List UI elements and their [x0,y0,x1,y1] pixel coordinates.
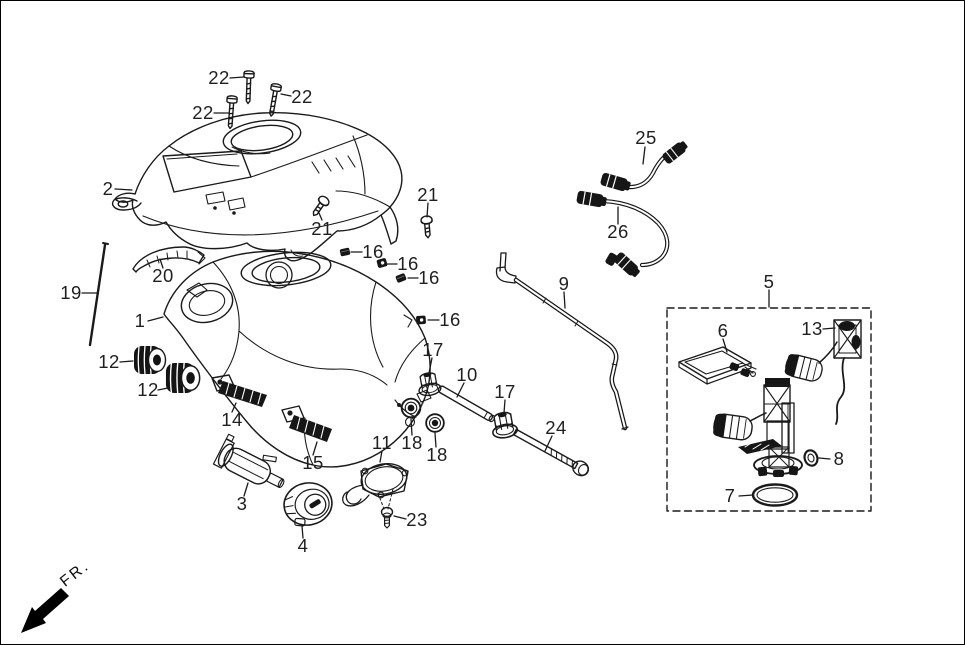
leader-line-part-15 [312,441,318,456]
callout-part-10: 10 [456,363,478,385]
leader-line-part-11 [379,450,383,463]
callout-part-16: 16 [397,252,419,274]
leader-line-part-8 [818,457,831,460]
leader-line-part-18 [410,418,413,436]
part-13-sender-bracket [818,319,862,425]
callout-part-8: 8 [833,447,845,469]
leader-line-part-18 [434,432,437,448]
leader-line-part-23 [393,515,407,520]
leader-line-part-20 [159,258,164,269]
leader-line-part-4 [301,525,304,539]
part-19-rod [88,242,109,347]
leader-line-part-22 [280,93,292,97]
callout-part-23: 23 [406,508,428,530]
leader-line-part-1 [147,316,164,322]
callout-part-16: 16 [439,308,461,330]
part-4-tank-cap [283,482,333,527]
callout-part-3: 3 [236,492,248,514]
part-12-cushion-a [133,345,167,375]
callout-part-9: 9 [558,272,570,294]
part-11-mount-ring-bracket [342,462,409,510]
callout-part-13: 13 [801,317,823,339]
callout-part-4: 4 [297,534,309,556]
part-26-fuel-hose [575,189,670,280]
callout-part-14: 14 [221,408,243,430]
part-7-o-ring [751,483,799,507]
leader-line-part-12 [119,360,134,363]
part-3-fuel-valve [212,433,285,489]
leader-line-part-2 [114,188,133,191]
leader-line-part-14 [231,402,237,413]
part-23-bolt [380,506,394,529]
callout-part-22: 22 [291,85,313,107]
leader-line-part-25 [642,146,646,165]
screw-22-b [265,82,283,118]
part-21-screw-b [420,214,435,239]
callout-part-19: 19 [60,281,82,303]
leader-line-part-9 [563,291,566,309]
callout-part-20: 20 [152,264,174,286]
part-9-fuel-tube [495,252,629,431]
part-25-fuel-hose [599,138,690,194]
callout-part-15: 15 [302,451,324,473]
cover-filler-opening [222,119,302,155]
screw-22-a [242,70,255,105]
callout-part-17: 17 [422,338,444,360]
part-17-nut-a [415,370,443,398]
part-6-bracket-plate [678,346,757,385]
leader-line-part-6 [722,338,728,353]
callout-part-5: 5 [763,270,775,292]
callout-part-11: 11 [371,431,393,453]
pump-float-lower [711,412,755,442]
leader-line-part-7 [738,494,754,497]
assembly-5-dashed-box [666,307,872,512]
part-2-tank-cover [111,111,403,262]
part-14-rubber-pad [211,374,267,407]
part-20-trim-strip [132,246,206,273]
fr-direction-arrow [21,588,69,633]
leader-lines [81,76,836,539]
callout-part-1: 1 [134,309,146,331]
part-8-o-ring [803,449,819,467]
callout-part-16: 16 [418,266,440,288]
leader-line-part-10 [456,382,465,398]
leader-line-part-12 [157,387,169,391]
leader-line-part-24 [544,435,553,452]
callout-part-7: 7 [724,484,736,506]
part-15-rubber-pad [281,405,332,442]
part-10-collar [437,385,496,423]
leader-line-part-22 [229,76,245,79]
cover-left-bracket [111,197,142,211]
callout-part-22: 22 [192,101,214,123]
leader-line-part-17 [503,399,506,414]
part-16-clip-a [338,246,352,258]
leader-line-part-21 [318,212,323,221]
part-16-clip-c [394,272,408,284]
part-1-fuel-tank [163,250,432,468]
leader-line-part-17 [428,357,433,374]
callout-part-18: 18 [426,443,448,465]
callout-part-21: 21 [311,217,333,239]
callout-part-24: 24 [545,416,567,438]
callout-part-6: 6 [717,319,729,341]
part-12-cushion-b [165,362,201,394]
fuel-pump-unit [711,352,825,477]
callout-part-2: 2 [102,177,114,199]
callout-part-12: 12 [98,350,120,372]
callout-part-22: 22 [208,66,230,88]
callout-part-18: 18 [401,431,423,453]
callout-part-26: 26 [607,220,629,242]
callout-part-17: 17 [494,380,516,402]
leader-line-part-21 [426,202,429,218]
callout-part-25: 25 [635,126,657,148]
callout-part-21: 21 [417,183,439,205]
part-18-washer-b [425,413,445,433]
leader-line-part-13 [822,327,836,330]
screw-22-c [224,94,238,130]
leader-line-part-3 [243,482,249,497]
callout-part-12: 12 [137,378,159,400]
callout-part-16: 16 [362,240,384,262]
